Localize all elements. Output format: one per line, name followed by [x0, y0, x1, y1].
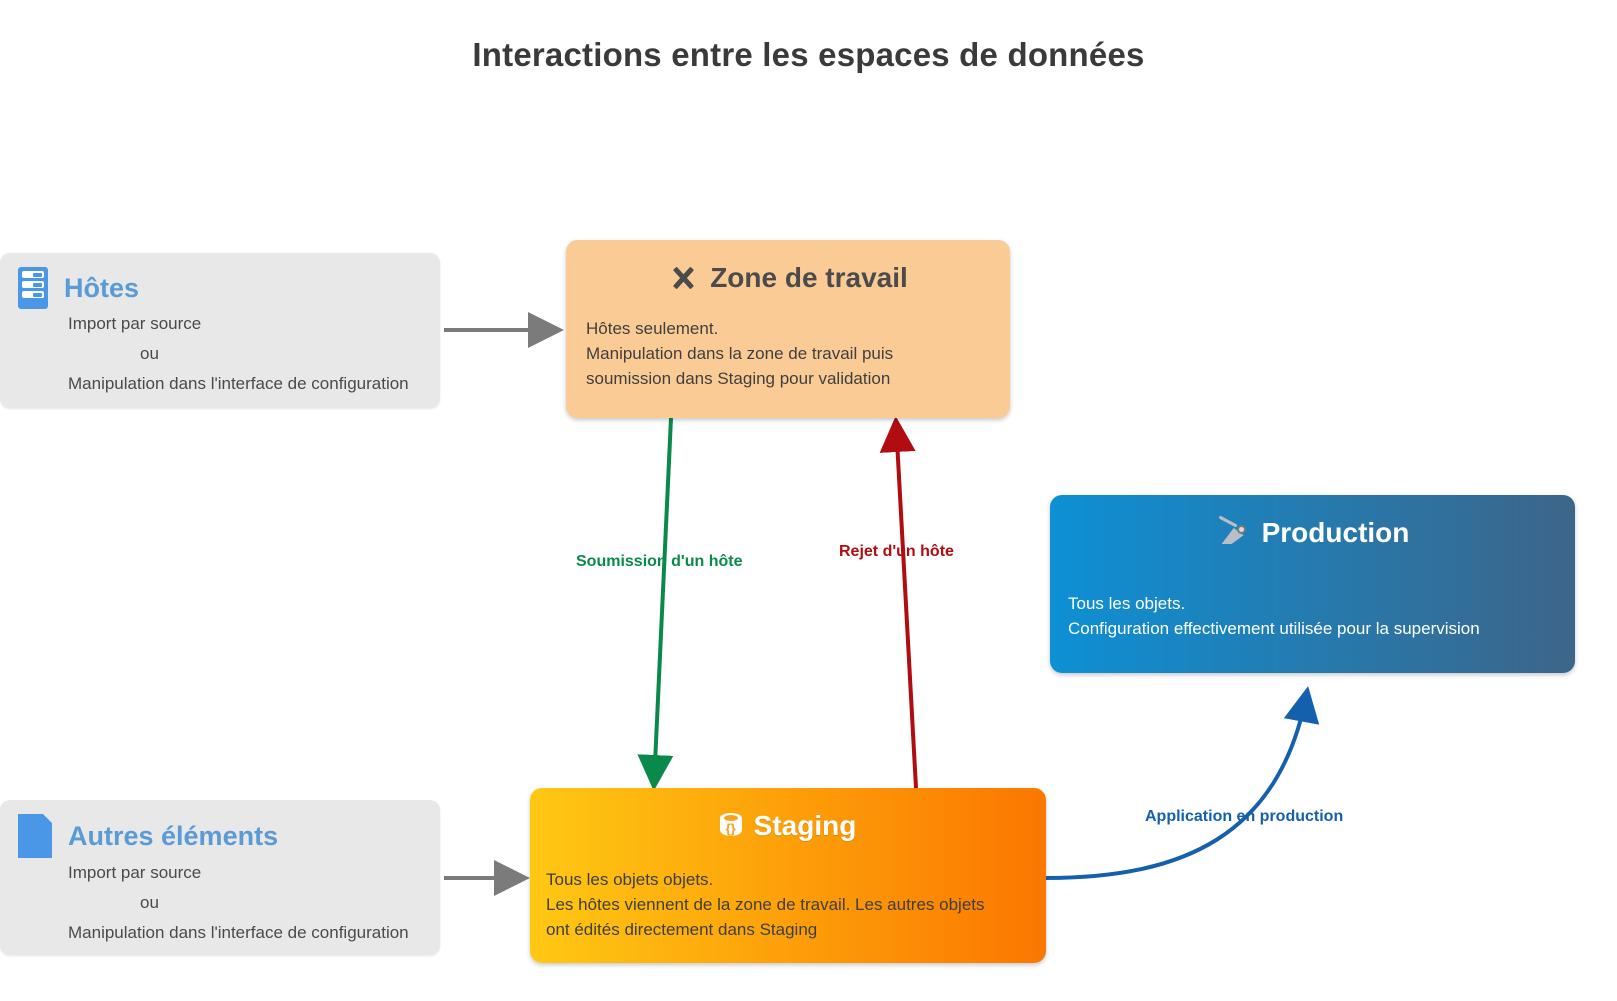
database-icon: {}: [719, 813, 742, 839]
stage-header-staging: {} Staging: [530, 788, 1046, 842]
stage-body-workspace: Hôtes seulement. Manipulation dans la zo…: [586, 319, 894, 388]
source-line-manip-autres: Manipulation dans l'interface de configu…: [68, 923, 409, 942]
stage-box-production[interactable]: Production Tous les objets. Configuratio…: [1050, 495, 1575, 673]
hammer-and-wrench-icon: [668, 264, 698, 292]
satellite-dish-icon: [1216, 515, 1250, 548]
source-line-or-hotes: ou: [140, 344, 159, 363]
stage-body-staging: Tous les objets objets. Les hôtes vienne…: [546, 870, 985, 939]
edge-label-rejet: Rejet d'un hôte: [839, 543, 954, 560]
arrow-staging-to-production: [1045, 686, 1320, 880]
arrow-workspace-to-staging: [637, 417, 674, 791]
source-line-or-autres: ou: [140, 893, 159, 912]
stage-title-workspace: Zone de travail: [710, 262, 908, 293]
stage-header-workspace: Zone de travail: [566, 240, 1010, 294]
source-title-hotes: Hôtes: [64, 272, 140, 303]
source-header-autres-elements: Autres éléments: [0, 800, 440, 858]
source-box-hotes: Hôtes Import par source ou Manipulation …: [0, 253, 440, 408]
source-line-import-autres: Import par source: [68, 863, 202, 882]
stage-title-staging: Staging: [753, 810, 857, 841]
stage-box-workspace[interactable]: Zone de travail Hôtes seulement. Manipul…: [566, 240, 1010, 418]
stage-body-production: Tous les objets. Configuration effective…: [1068, 594, 1480, 638]
arrow-staging-to-workspace: [879, 416, 918, 789]
source-box-autres-elements: Autres éléments Import par source ou Man…: [0, 800, 440, 955]
stage-header-production: Production: [1050, 495, 1575, 549]
source-title-autres-elements: Autres éléments: [68, 820, 279, 851]
stage-title-production: Production: [1261, 517, 1410, 548]
stage-box-staging[interactable]: {} Staging Tous les objets objets. Les h…: [530, 788, 1046, 963]
edge-label-application-production: Application en production: [1145, 808, 1344, 825]
source-header-hotes: Hôtes: [0, 253, 440, 309]
page-title: Interactions entre les espaces de donnée…: [472, 36, 1145, 73]
document-icon: [18, 814, 52, 858]
server-rack-icon: [18, 267, 48, 309]
edge-label-soumission: Soumission d'un hôte: [576, 553, 743, 570]
source-line-manip-hotes: Manipulation dans l'interface de configu…: [68, 374, 409, 393]
source-line-import-hotes: Import par source: [68, 314, 202, 333]
